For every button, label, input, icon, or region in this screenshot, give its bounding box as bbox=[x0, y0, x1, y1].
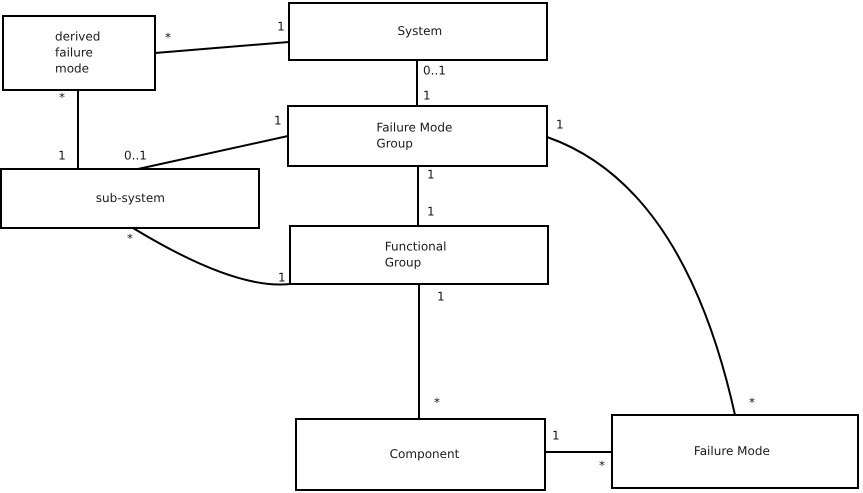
class-box-border-component bbox=[295, 418, 546, 491]
multiplicity-label-mult-fm-fmg-star: * bbox=[749, 395, 755, 409]
multiplicity-label-mult-fm-component-star: * bbox=[599, 458, 605, 472]
class-box-failure-mode[interactable]: Failure Mode bbox=[611, 414, 859, 489]
class-box-border-system bbox=[288, 2, 548, 61]
class-box-label-functional-group: Functional bbox=[385, 239, 447, 253]
multiplicity-label-mult-fmg-subsys-one: 1 bbox=[274, 113, 282, 127]
class-box-border-functional-group bbox=[289, 225, 549, 285]
class-box-label-sub-system: sub-system bbox=[96, 191, 165, 205]
class-box-label-failure-mode-group: Failure Mode bbox=[376, 120, 452, 134]
multiplicity-label-mult-subsys-fg-star: * bbox=[127, 231, 133, 245]
association-line-failure-mode-group-to-failure-mode bbox=[546, 136, 736, 416]
multiplicity-label-mult-system-dfm-one: 1 bbox=[277, 19, 285, 33]
class-box-derived-failure-mode[interactable]: derived failure mode bbox=[2, 15, 156, 91]
multiplicity-label-mult-fmg-system-one: 1 bbox=[423, 88, 431, 102]
association-line-derived-failure-mode-to-system bbox=[154, 41, 290, 54]
class-box-border-failure-mode bbox=[611, 414, 859, 489]
class-box-sub-system[interactable]: sub-system bbox=[0, 168, 260, 229]
multiplicity-label-mult-fmg-fm-one: 1 bbox=[556, 117, 564, 131]
class-box-label-derived-failure-mode: derived bbox=[55, 29, 100, 43]
association-lines-layer bbox=[77, 41, 736, 453]
multiplicity-label-mult-component-fm-one: 1 bbox=[552, 428, 560, 442]
class-box-border-sub-system bbox=[0, 168, 260, 229]
class-box-component[interactable]: Component bbox=[295, 418, 546, 491]
class-box-label-derived-failure-mode: mode bbox=[55, 61, 89, 75]
multiplicity-label-mult-fg-fmg-one-bottom: 1 bbox=[427, 204, 435, 218]
multiplicity-label-mult-fg-subsys-one: 1 bbox=[278, 270, 286, 284]
class-box-label-failure-mode: Failure Mode bbox=[694, 444, 770, 458]
multiplicity-label-mult-fmg-fg-one-top: 1 bbox=[427, 167, 435, 181]
class-box-system[interactable]: System bbox=[288, 2, 548, 61]
association-line-sub-system-to-failure-mode-group bbox=[137, 135, 289, 170]
multiplicity-label-mult-subsys-fmg-zero-one: 0..1 bbox=[124, 148, 147, 162]
class-box-label-functional-group: Group bbox=[385, 255, 422, 269]
class-box-label-failure-mode-group: Group bbox=[376, 136, 413, 150]
class-box-label-component: Component bbox=[390, 447, 460, 461]
multiplicity-label-mult-dfm-system-star: * bbox=[165, 30, 171, 44]
multiplicity-label-mult-component-fg-star: * bbox=[434, 395, 440, 409]
multiplicity-label-mult-system-fmg-zero-one: 0..1 bbox=[423, 63, 446, 77]
multiplicity-label-mult-subsys-dfm-one: 1 bbox=[58, 148, 66, 162]
multiplicity-labels-layer: * 1 * 1 0..1 1 0..1 1 1 1 * 1 1 * 1 * 1 * bbox=[58, 19, 755, 472]
class-box-label-system: System bbox=[397, 24, 442, 38]
multiplicity-label-mult-fg-component-one: 1 bbox=[437, 289, 445, 303]
association-line-sub-system-to-functional-group bbox=[132, 227, 291, 286]
class-box-border-derived-failure-mode bbox=[2, 15, 156, 91]
multiplicity-label-mult-dfm-subsys-star: * bbox=[59, 90, 65, 104]
class-box-label-derived-failure-mode: failure bbox=[55, 45, 93, 59]
class-box-border-failure-mode-group bbox=[287, 105, 548, 167]
